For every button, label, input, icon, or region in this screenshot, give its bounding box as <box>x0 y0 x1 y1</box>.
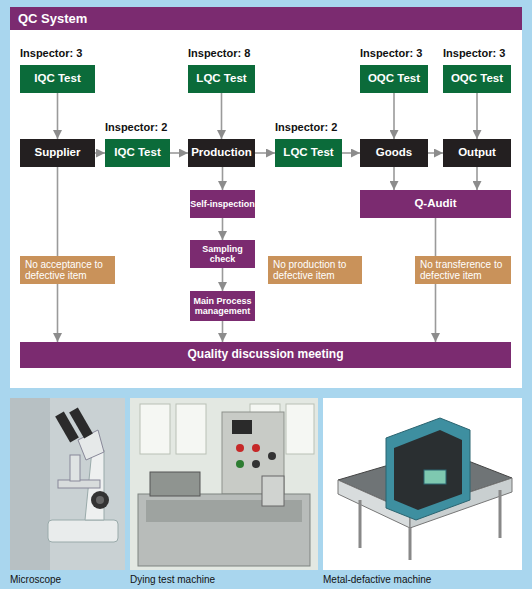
flow-arrow <box>393 167 395 190</box>
black-stage-box: Production <box>188 139 255 167</box>
box-label: Quality discussion meeting <box>187 348 343 362</box>
flow-arrow <box>255 152 275 154</box>
box-label: Production <box>191 146 252 159</box>
photo-caption: Dying test machine <box>130 574 215 585</box>
flow-arrow <box>393 93 395 139</box>
flow-arrow <box>57 93 59 139</box>
inspector-count: Inspector: 2 <box>275 121 337 133</box>
flow-arrow <box>476 93 478 139</box>
inspector-count: Inspector: 3 <box>360 47 422 59</box>
inspection-box: Inspector: 3OQC Test <box>443 65 511 93</box>
note-box: No production to defective item <box>268 256 362 284</box>
purple-step-box: Self-inspection <box>190 190 255 218</box>
box-label: No acceptance to defective item <box>25 259 110 282</box>
flow-arrow <box>222 268 224 291</box>
box-label: Output <box>458 146 496 159</box>
title-text: QC System <box>18 11 87 26</box>
box-label: No production to defective item <box>273 259 357 282</box>
flow-arrow <box>222 167 224 190</box>
box-label: Self-inspection <box>190 199 255 209</box>
meeting-band: Quality discussion meeting <box>20 342 511 368</box>
flow-arrow <box>57 167 59 342</box>
photo-caption: Metal-defactive machine <box>323 574 431 585</box>
inspection-box: Inspector: 2LQC Test <box>275 139 342 167</box>
inspection-box: Inspector: 8LQC Test <box>188 65 255 93</box>
metal-detector-photo <box>323 398 522 570</box>
black-stage-box: Output <box>443 139 511 167</box>
box-label: Sampling check <box>190 244 255 265</box>
flow-arrow <box>221 93 223 139</box>
flow-arrow <box>222 218 224 240</box>
box-label: LQC Test <box>196 72 246 85</box>
box-label: OQC Test <box>451 72 503 85</box>
note-box: No transference to defective item <box>415 256 511 284</box>
microscope-photo <box>10 398 125 570</box>
purple-step-box: Sampling check <box>190 240 255 268</box>
inspection-box: Inspector: 3IQC Test <box>20 65 95 93</box>
flow-arrow <box>428 152 443 154</box>
box-label: LQC Test <box>283 146 333 159</box>
box-label: IQC Test <box>114 146 160 159</box>
box-label: No transference to defective item <box>420 259 506 282</box>
box-label: OQC Test <box>368 72 420 85</box>
flow-arrow <box>222 321 224 342</box>
box-label: Q-Audit <box>414 197 456 210</box>
box-label: Main Process management <box>190 296 255 317</box>
flow-arrow <box>342 152 360 154</box>
inspector-count: Inspector: 8 <box>188 47 250 59</box>
black-stage-box: Supplier <box>20 139 95 167</box>
black-stage-box: Goods <box>360 139 428 167</box>
box-label: Supplier <box>34 146 80 159</box>
photo-caption: Microscope <box>10 574 61 585</box>
dying-machine-photo <box>130 398 318 570</box>
inspector-count: Inspector: 3 <box>443 47 505 59</box>
inspector-count: Inspector: 3 <box>20 47 82 59</box>
inspection-box: Inspector: 3OQC Test <box>360 65 428 93</box>
note-box: No acceptance to defective item <box>20 256 115 284</box>
purple-step-box: Q-Audit <box>360 190 511 218</box>
box-label: IQC Test <box>34 72 80 85</box>
title-bar: QC System <box>10 7 522 30</box>
flow-arrow <box>95 152 105 154</box>
flow-arrow <box>476 167 478 190</box>
inspector-count: Inspector: 2 <box>105 121 167 133</box>
box-label: Goods <box>376 146 412 159</box>
purple-step-box: Main Process management <box>190 291 255 321</box>
flow-arrow <box>170 152 188 154</box>
inspection-box: Inspector: 2IQC Test <box>105 139 170 167</box>
